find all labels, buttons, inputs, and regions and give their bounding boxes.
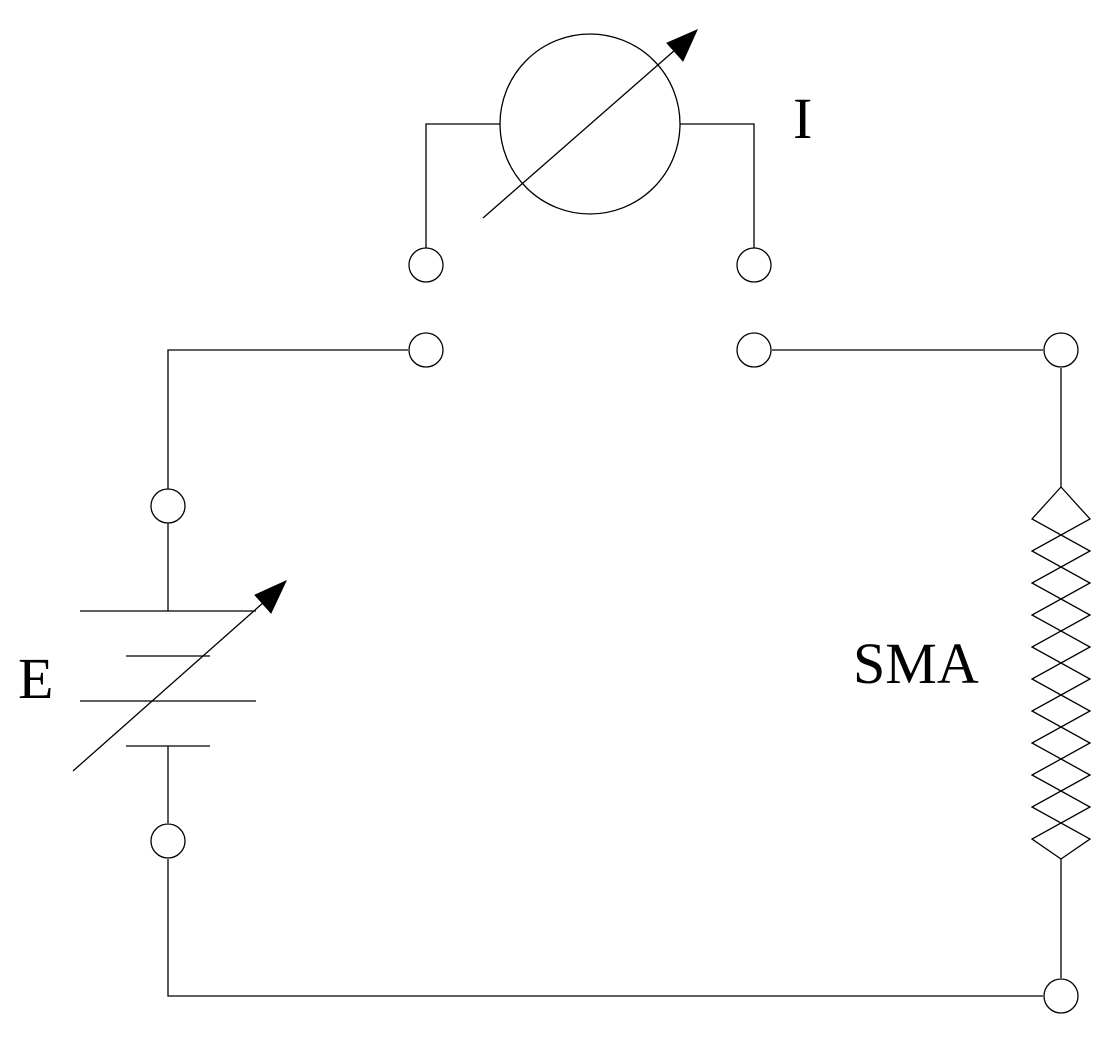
terminal-sma-top — [1043, 332, 1079, 368]
ammeter — [482, 29, 698, 219]
terminal-ammeter-left — [408, 247, 444, 283]
wire-top-left — [167, 349, 408, 489]
ammeter-label: I — [793, 86, 812, 151]
wire-bottom — [167, 859, 1043, 997]
ammeter-arrow-head — [666, 29, 698, 62]
source-arrow-shaft — [72, 601, 265, 772]
ammeter-right-lead — [680, 123, 755, 248]
terminal-circuit-right — [736, 332, 772, 368]
sma-label: SMA — [853, 631, 979, 696]
source-label: E — [18, 646, 53, 711]
terminal-ammeter-right — [736, 247, 772, 283]
sma-element — [1030, 486, 1092, 860]
source-arrow-head — [254, 579, 288, 614]
terminal-circuit-left — [408, 332, 444, 368]
ammeter-left-lead — [425, 123, 500, 248]
terminal-sma-bottom — [1043, 978, 1079, 1014]
terminal-source-bottom — [150, 823, 186, 859]
terminal-source-top — [150, 488, 186, 524]
ammeter-arrow-shaft — [482, 49, 676, 219]
variable-source — [72, 579, 288, 772]
